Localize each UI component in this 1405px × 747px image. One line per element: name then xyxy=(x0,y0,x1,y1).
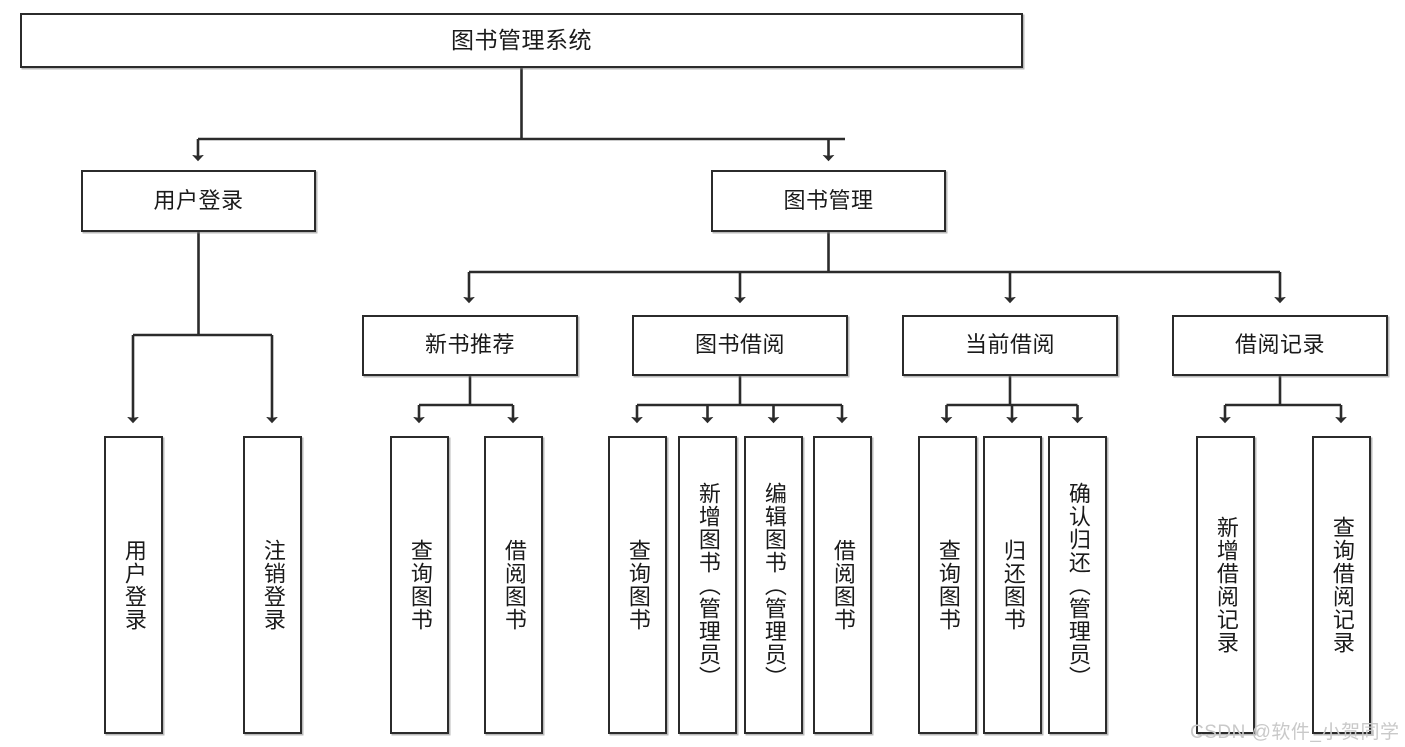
node-current-borrow[interactable]: 当前借阅 xyxy=(902,315,1118,376)
node-user-login[interactable]: 用户登录 xyxy=(81,170,316,232)
csdn-watermark: CSDN @软件_小贺同学 xyxy=(1190,722,1400,743)
leaf-return-book[interactable]: 归还图书 xyxy=(983,436,1042,734)
leaf-return-book-label: 归还图书 xyxy=(1000,539,1026,631)
leaf-query-book-current[interactable]: 查询图书 xyxy=(918,436,977,734)
leaf-borrow-book-label: 借阅图书 xyxy=(830,539,856,631)
leaf-add-borrow-record-label: 新增借阅记录 xyxy=(1213,516,1239,654)
leaf-user-login-label: 用户登录 xyxy=(121,539,147,631)
leaf-user-login[interactable]: 用户登录 xyxy=(104,436,163,734)
node-new-book-recommend[interactable]: 新书推荐 xyxy=(362,315,578,376)
leaf-query-book-recommend-label: 查询图书 xyxy=(407,539,433,631)
leaf-query-borrow-record-label: 查询借阅记录 xyxy=(1329,516,1355,654)
leaf-borrow-book-recommend[interactable]: 借阅图书 xyxy=(484,436,543,734)
leaf-confirm-return[interactable]: 确认归还（管理员） xyxy=(1048,436,1107,734)
leaf-query-book-borrow-label: 查询图书 xyxy=(625,539,651,631)
node-book-management[interactable]: 图书管理 xyxy=(711,170,946,232)
leaf-query-book-current-label: 查询图书 xyxy=(935,539,961,631)
leaf-query-borrow-record[interactable]: 查询借阅记录 xyxy=(1312,436,1371,734)
leaf-add-book[interactable]: 新增图书（管理员） xyxy=(678,436,737,734)
leaf-edit-book-label: 编辑图书（管理员） xyxy=(761,481,787,689)
node-root-system[interactable]: 图书管理系统 xyxy=(20,13,1023,68)
leaf-query-book-borrow[interactable]: 查询图书 xyxy=(608,436,667,734)
node-book-borrow[interactable]: 图书借阅 xyxy=(632,315,848,376)
leaf-logout-login[interactable]: 注销登录 xyxy=(243,436,302,734)
leaf-logout-login-label: 注销登录 xyxy=(260,539,286,631)
leaf-add-borrow-record[interactable]: 新增借阅记录 xyxy=(1196,436,1255,734)
node-borrow-record[interactable]: 借阅记录 xyxy=(1172,315,1388,376)
leaf-add-book-label: 新增图书（管理员） xyxy=(695,481,721,689)
leaf-edit-book[interactable]: 编辑图书（管理员） xyxy=(744,436,803,734)
leaf-borrow-book[interactable]: 借阅图书 xyxy=(813,436,872,734)
leaf-borrow-book-recommend-label: 借阅图书 xyxy=(501,539,527,631)
leaf-confirm-return-label: 确认归还（管理员） xyxy=(1065,481,1091,689)
leaf-query-book-recommend[interactable]: 查询图书 xyxy=(390,436,449,734)
